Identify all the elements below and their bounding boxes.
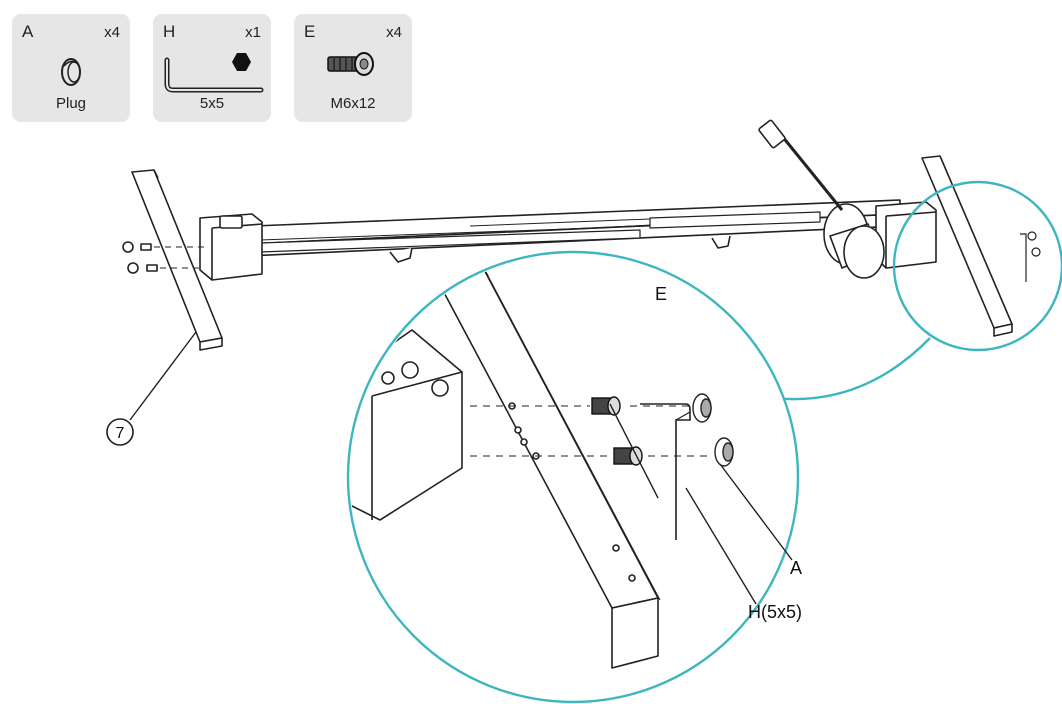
- frame-assembly: [122, 119, 1013, 351]
- plug-callout-label: A: [790, 558, 802, 578]
- part-name: M6x12: [330, 95, 376, 112]
- part-quantity: x1: [245, 24, 261, 41]
- key-callout-label: H(5x5): [748, 602, 802, 622]
- part-name: 5x5: [199, 95, 225, 112]
- parts-legend: A x4 Plug H x1 5x5 E x4 M6x12: [12, 14, 412, 124]
- allen-key-detail: [640, 403, 691, 540]
- part-name: Plug: [55, 95, 87, 112]
- part-letter: A: [22, 22, 34, 41]
- leg-number-badge: [106, 418, 134, 446]
- small-detail-parts: [1020, 231, 1041, 282]
- detail-alignment-lines: [470, 405, 710, 457]
- plug-a-detail: [692, 393, 734, 467]
- alignment-lines: [154, 246, 204, 269]
- part-letter: E: [304, 22, 316, 41]
- part-card-plug: A x4 Plug: [12, 14, 130, 122]
- small-detail-circle: [892, 180, 1062, 352]
- part-card-allen-key: H x1 5x5: [153, 14, 271, 122]
- allen-key-icon: [164, 53, 264, 93]
- bolt-e-detail: [591, 396, 643, 466]
- part-letter: H: [163, 22, 176, 41]
- plug-icon: [61, 58, 81, 86]
- bolt-icon: [327, 52, 374, 76]
- part-card-bolt: E x4 M6x12: [294, 14, 412, 122]
- callout-leaders: [129, 331, 793, 605]
- bolt-callout-label: E: [655, 284, 667, 304]
- part-quantity: x4: [386, 24, 402, 41]
- leg-number-label: 7: [116, 425, 125, 442]
- part-quantity: x4: [104, 24, 120, 41]
